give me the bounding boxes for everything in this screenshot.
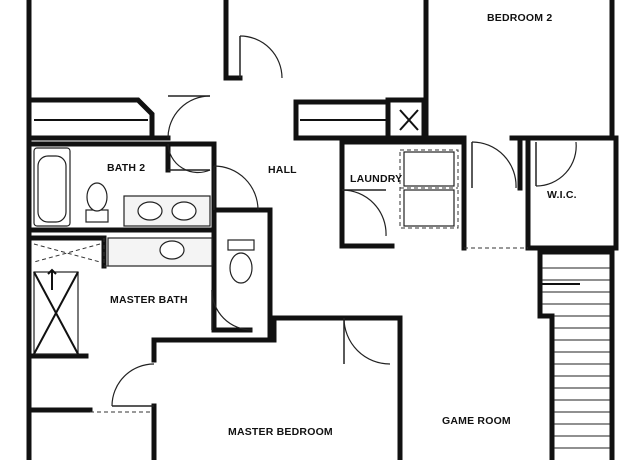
door-arc-master-closet (111, 363, 155, 407)
top-left-room-wall (26, 97, 155, 141)
door-arc-toilet (213, 165, 259, 211)
room-label-laundry: LAUNDRY (350, 173, 403, 185)
room-label-game-room: GAME ROOM (442, 415, 511, 427)
toilet-closet-walls (211, 207, 273, 343)
room-label-bath-2: BATH 2 (107, 162, 146, 174)
linen-x-dash (33, 243, 101, 263)
bedroom-2-stub (509, 135, 523, 191)
door-arc-hall-right (471, 141, 517, 189)
dashed-lines (33, 149, 528, 413)
door-arc-bath2 (167, 95, 211, 139)
room-label-hall: HALL (268, 164, 297, 176)
door-arc-laundry (341, 189, 387, 237)
master-toilet-bowl (229, 252, 253, 284)
sink-right (171, 201, 197, 221)
stairs (542, 267, 610, 449)
room-label-bedroom-2: BEDROOM 2 (487, 12, 553, 24)
room-label-master-bedroom: MASTER BEDROOM (228, 426, 333, 438)
washer (403, 151, 455, 187)
door-arc-master-bed (343, 317, 391, 365)
bathtub-basin (37, 155, 67, 223)
master-sink (159, 240, 185, 260)
toilet-bowl (86, 182, 108, 212)
dryer (403, 189, 455, 227)
sink-left (137, 201, 163, 221)
door-arc-wic (535, 141, 577, 187)
fixtures (33, 147, 455, 355)
wic-walls (517, 135, 619, 251)
room-label-wic: W.I.C. (547, 189, 577, 201)
master-bedroom-top-walls (151, 315, 403, 460)
linen-closet-x (399, 109, 419, 131)
linen-closet-wall (385, 97, 427, 141)
laundry-walls (339, 139, 467, 249)
master-closet-walls (26, 403, 157, 460)
doors (111, 35, 577, 407)
door-arc-bath2-b (167, 143, 211, 174)
walls (26, 0, 619, 460)
toilet-tank (85, 209, 109, 223)
shower-arrow (47, 268, 57, 290)
vanity-counter (123, 195, 211, 227)
washer-dryer-dash (399, 149, 459, 229)
shower-x (33, 271, 79, 355)
door-arc-master-toilet (211, 289, 253, 331)
master-toilet-tank (227, 239, 255, 251)
top-center-left-wall (223, 0, 243, 81)
bedroom-2-left-wall (423, 0, 467, 141)
door-arc-top-left (239, 35, 283, 79)
room-label-master-bath: MASTER BATH (110, 294, 188, 306)
